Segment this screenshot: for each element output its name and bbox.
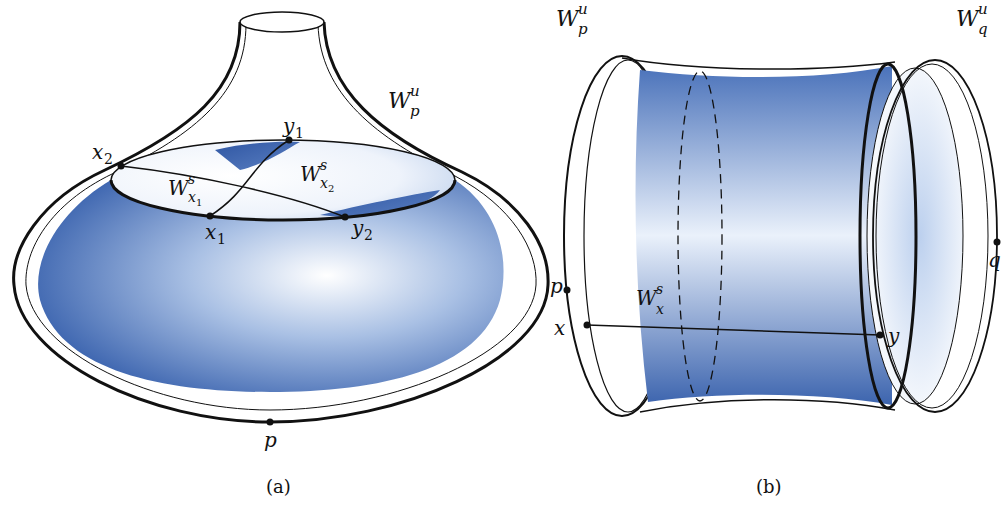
point-label-box: y	[283, 116, 294, 136]
subscript-box: p	[578, 22, 588, 37]
subscript-box: 1	[217, 232, 226, 246]
point-label-box: p	[264, 430, 277, 450]
cut-disk	[111, 140, 455, 220]
superscript: u	[578, 0, 588, 18]
subscript-box: x	[656, 302, 664, 316]
subscript-box: 2	[328, 184, 334, 194]
flask-outline	[14, 22, 548, 422]
manifold-letter: W	[388, 88, 411, 113]
manifold-letter-box: W	[168, 178, 189, 198]
point-label: p	[550, 274, 563, 298]
manifold-letter-box: W	[956, 8, 979, 30]
point-label-box: p	[550, 276, 563, 296]
point	[118, 163, 125, 170]
stable-curve	[210, 140, 289, 216]
panel-label-box: (a)	[266, 478, 291, 496]
subscript: p	[578, 20, 588, 38]
end-ring	[860, 64, 916, 408]
point-label: y	[352, 216, 363, 240]
point-label-box: q	[988, 250, 1001, 270]
right-lens	[873, 60, 997, 412]
manifold-letter-box: W	[300, 164, 321, 184]
manifold-letter: W	[636, 286, 657, 310]
panel-label: (b)	[756, 476, 782, 497]
subscript-box: 1	[196, 198, 202, 208]
cylinder-bottom	[640, 400, 895, 412]
hidden-ring	[678, 71, 722, 401]
manifold-letter: W	[556, 6, 579, 31]
subscript: 2	[328, 183, 334, 194]
superscript-box: s	[188, 172, 195, 186]
point-label: x	[92, 140, 103, 164]
point-label-box: x	[92, 142, 103, 162]
subscript-box: 2	[364, 228, 373, 242]
subscript: 1	[196, 197, 202, 208]
right-lens-inner	[876, 64, 988, 408]
superscript: s	[656, 281, 663, 297]
dark-patch	[215, 142, 300, 170]
superscript: u	[978, 0, 988, 18]
neck-rim	[240, 12, 324, 32]
cylinder-top	[622, 58, 895, 69]
point-label: p	[264, 428, 277, 452]
point-label-box: y	[888, 326, 899, 346]
point	[207, 213, 214, 220]
panel-label: (a)	[266, 476, 291, 497]
point-label-box: x	[205, 222, 216, 242]
manifold-letter-box: W	[636, 288, 657, 308]
superscript-box: u	[578, 2, 588, 17]
subscript-box: 1	[295, 126, 304, 140]
subscript: 2	[364, 227, 373, 243]
subscript-box: 2	[104, 152, 113, 166]
point-label: x	[205, 220, 216, 244]
point	[564, 287, 571, 294]
cut-front-arc	[111, 180, 455, 220]
subscript-box: q	[978, 22, 988, 37]
cylinder-surface	[636, 66, 893, 405]
stable-line	[587, 325, 880, 335]
panel-a-figure	[14, 12, 548, 426]
panel-label-box: (b)	[756, 478, 782, 496]
superscript: s	[188, 171, 195, 187]
subscript: p	[410, 102, 420, 120]
point-label: y	[888, 324, 899, 348]
superscript: u	[410, 82, 420, 100]
subscript: 1	[217, 231, 226, 247]
point	[877, 332, 884, 339]
manifold-letter-box: W	[556, 8, 579, 30]
superscript-box: u	[410, 84, 420, 99]
superscript-box: s	[320, 158, 327, 172]
subscript-box: x	[320, 176, 328, 190]
subscript: 2	[104, 151, 113, 167]
flask-inner-outline	[26, 24, 536, 410]
superscript-box: u	[978, 2, 988, 17]
point	[267, 419, 274, 426]
point	[994, 239, 1001, 246]
point-label: y	[283, 114, 294, 138]
manifold-letter-box: W	[388, 90, 411, 112]
manifold-letter: W	[168, 176, 189, 200]
subscript-box: p	[410, 104, 420, 119]
cut-back-arc	[111, 140, 455, 180]
manifold-letter: W	[300, 162, 321, 186]
manifold-letter: W	[956, 6, 979, 31]
point-label: x	[554, 316, 565, 340]
point-label: q	[988, 248, 1001, 272]
subscript: q	[978, 20, 988, 38]
panel-b-figure	[564, 56, 1001, 416]
subscript: x	[320, 175, 328, 191]
point-label-box: y	[352, 218, 363, 238]
point	[584, 322, 591, 329]
subscript: x	[656, 301, 664, 317]
point	[342, 214, 349, 221]
subscript: 1	[295, 125, 304, 141]
superscript: s	[320, 157, 327, 173]
subscript: x	[188, 189, 196, 205]
superscript-box: s	[656, 282, 663, 296]
point-label-box: x	[554, 318, 565, 338]
subscript-box: x	[188, 190, 196, 204]
